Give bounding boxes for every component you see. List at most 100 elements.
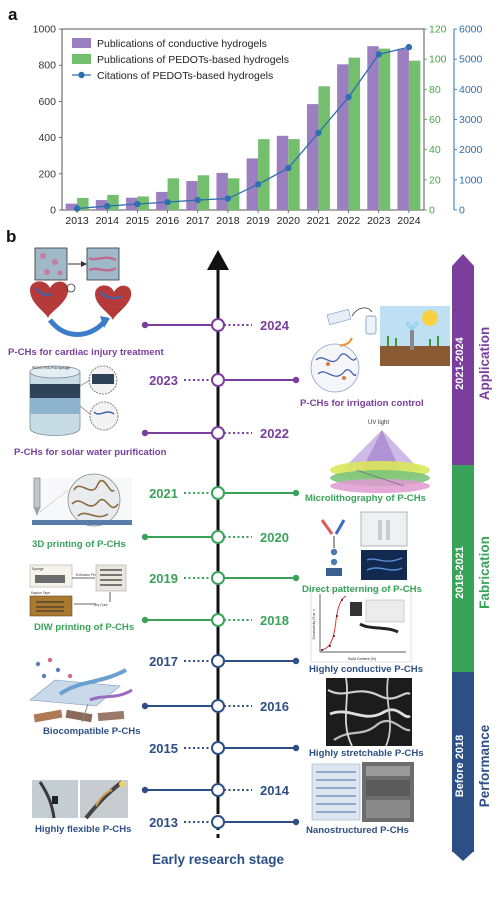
bar-conductive-2022 (337, 64, 349, 210)
caption-solar: P-CHs for solar water purification (14, 447, 167, 458)
svg-text:Dry Cure: Dry Cure (94, 603, 108, 607)
phase-band-tip-2 (452, 851, 474, 861)
x-tick-label: 2014 (96, 215, 120, 227)
year-label-2020: 2020 (260, 530, 289, 545)
captions: P-CHs for cardiac injury treatment P-CHs… (8, 347, 426, 836)
bar-conductive-2013 (65, 203, 78, 210)
year-node-2019 (211, 571, 225, 585)
citation-point-2015 (134, 200, 141, 208)
flexible-illustration (32, 780, 128, 820)
right-tick-label: 3000 (459, 114, 483, 126)
svg-text:PEDOT:PSS-PVA hydrogel: PEDOT:PSS-PVA hydrogel (32, 366, 70, 370)
direct-patterning-illustration (320, 511, 408, 580)
year-node-2020 (211, 530, 225, 544)
middle-tick-label: 60 (429, 114, 441, 126)
caption-direct-patterning: Direct patterning of P-CHs (302, 584, 422, 595)
bar-conductive-2023 (367, 46, 379, 210)
bar-conductive-2018 (216, 172, 228, 210)
bar-conductive-2020 (276, 135, 289, 210)
bar-conductive-2021 (306, 104, 319, 210)
left-tick-label: 200 (38, 168, 56, 180)
right-tick-label: 4000 (459, 84, 483, 96)
connector-dot-2023 (292, 376, 300, 384)
caption-flexible: Highly flexible P-CHs (35, 824, 132, 835)
phase-period-1: 2018-2021 (454, 546, 466, 599)
caption-3d-printing: 3D printing of P-CHs (32, 539, 126, 550)
x-tick-label: 2018 (216, 215, 240, 227)
x-tick-label: 2013 (65, 215, 89, 227)
caption-biocompatible: Biocompatible P-CHs (43, 726, 141, 737)
legend-label: Publications of PEDOTs-based hydrogels (97, 54, 289, 66)
citation-line (73, 43, 413, 212)
middle-tick-label: 40 (429, 144, 441, 156)
connector-dot-2013 (292, 818, 300, 826)
conductive-illustration: Conductivity (S m⁻¹) Solid Content (%) (310, 589, 412, 663)
connector-dot-2018 (141, 616, 149, 624)
phase-band-0 (452, 254, 474, 465)
legend-label: Publications of conductive hydrogels (97, 38, 267, 50)
citation-point-2023 (375, 51, 382, 58)
connector-dot-2014 (141, 786, 149, 794)
x-tick-label: 2017 (186, 215, 210, 227)
x-tick-label: 2022 (337, 215, 361, 227)
year-label-2013: 2013 (149, 815, 178, 830)
left-tick-label: 400 (38, 132, 56, 144)
timeline-arrow-head-icon (207, 250, 229, 270)
solar-illustration: PEDOT:PSS-PVA hydrogel (29, 365, 119, 436)
caption-conductive: Highly conductive P-CHs (309, 664, 423, 675)
right-tick-label: 1000 (459, 174, 483, 186)
bar-pedot-2023 (378, 48, 391, 210)
caption-cardiac: P-CHs for cardiac injury treatment (8, 347, 164, 358)
svg-text:Syringe: Syringe (32, 567, 44, 571)
svg-text:UV light: UV light (368, 420, 389, 426)
connector-dot-2016 (141, 702, 149, 710)
x-tick-label: 2024 (397, 215, 421, 227)
year-label-2016: 2016 (260, 699, 289, 714)
phase-band-1 (452, 465, 474, 672)
left-tick-label: 1000 (33, 24, 57, 36)
middle-tick-label: 100 (429, 54, 447, 66)
bar-pedot-2013 (77, 197, 89, 210)
middle-tick-label: 80 (429, 84, 441, 96)
right-tick-label: 2000 (459, 144, 483, 156)
panel-a-label: a (8, 5, 18, 24)
svg-text:Kapton Tape: Kapton Tape (31, 591, 50, 595)
citation-point-2017 (194, 196, 201, 204)
phase-period-0: 2021-2024 (454, 336, 466, 389)
bar-pedot-2014 (107, 194, 119, 210)
connector-dot-2024 (141, 321, 149, 329)
year-label-2023: 2023 (149, 373, 178, 388)
svg-text:Solid Content (%): Solid Content (%) (348, 657, 376, 661)
year-node-2022 (211, 426, 225, 440)
x-tick-label: 2015 (126, 215, 150, 227)
right-tick-label: 5000 (459, 54, 483, 66)
connector-dot-2015 (292, 744, 300, 752)
year-node-2021 (211, 486, 225, 500)
phase-band-2 (452, 672, 474, 852)
bar-pedot-2019 (258, 139, 270, 210)
phase-period-2: Before 2018 (454, 735, 466, 797)
bar-conductive-2016 (156, 191, 168, 210)
year-label-2024: 2024 (260, 318, 290, 333)
right-tick-label: 0 (459, 205, 465, 217)
legend-marker-citations (78, 71, 85, 79)
legend-swatch-conductive (72, 38, 91, 48)
year-node-2023 (211, 373, 225, 387)
year-node-2013 (211, 815, 225, 829)
irrigation-illustration (310, 306, 450, 393)
connector-dot-2022 (141, 429, 149, 437)
bar-pedot-2022 (348, 57, 361, 211)
citation-polyline (77, 46, 410, 210)
bar-conductive-2014 (95, 200, 108, 210)
bar-conductive-2017 (186, 181, 198, 210)
left-tick-label: 600 (38, 96, 56, 108)
citation-point-2020 (285, 164, 292, 172)
phase-name-1: Fabrication (477, 536, 492, 609)
diw-illustration: Syringe Extrusion Printing Dry Cure Kapt… (29, 564, 127, 617)
left-tick-label: 800 (38, 60, 56, 72)
citation-point-2016 (164, 198, 171, 206)
bar-pedot-2024 (408, 60, 421, 210)
timeline-years: 2024202320222021202020192018201720162015… (141, 318, 300, 830)
